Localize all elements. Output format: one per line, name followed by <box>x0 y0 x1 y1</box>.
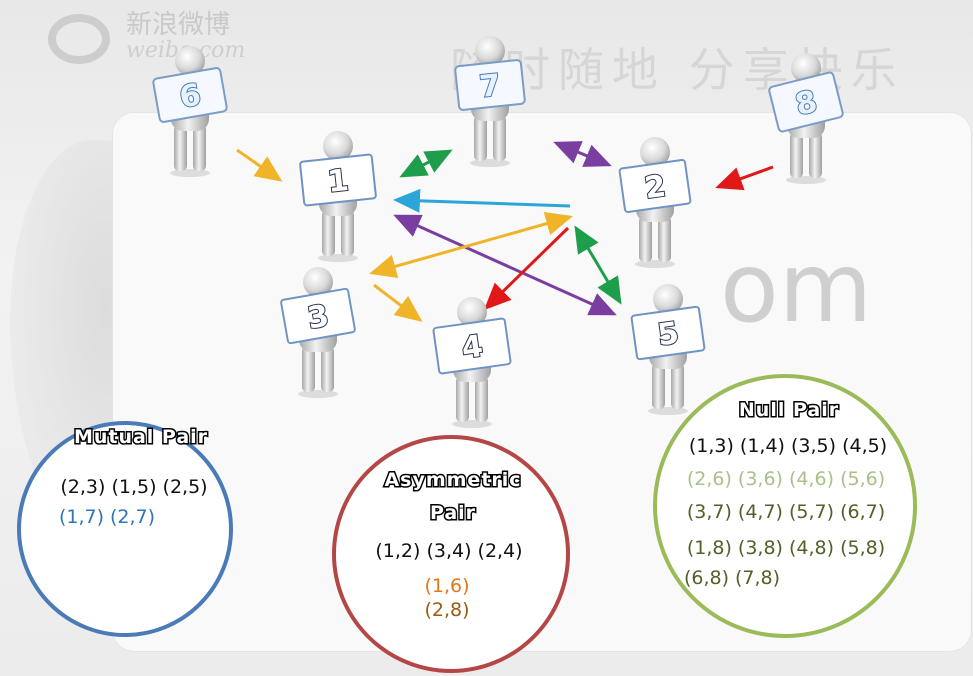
background-watermark: om <box>720 232 873 344</box>
null-pair-line-2: (2,6) (3,6) (4,6) (5,6) <box>687 468 885 490</box>
sign-6 <box>152 67 228 123</box>
null-pair-group: Null Pair (1,3) (1,4) (3,5) (4,5) (2,6) … <box>653 374 917 638</box>
asymmetric-pair-title-2: Pair <box>430 502 476 524</box>
mutual-pair-line-2: (1,7) (2,7) <box>59 506 155 528</box>
asymmetric-pair-title-1: Asymmetric <box>384 469 521 491</box>
person-6: 6 <box>152 46 228 177</box>
weibo-eye-icon <box>48 14 110 64</box>
sign-5 <box>630 305 706 361</box>
person-7: 7 <box>454 36 526 167</box>
person-3: 3 <box>280 267 356 398</box>
asymmetric-pair-line-2: (1,6) <box>424 575 469 597</box>
sign-4 <box>432 317 512 375</box>
mutual-pair-line-1: (2,3) (1,5) (2,5) <box>60 476 207 498</box>
arrow-2-5-mutual <box>574 225 622 305</box>
arrow-2-3-mutual <box>369 211 573 279</box>
arrow-6-to-1 <box>236 148 283 182</box>
sign-2-label: 2 <box>642 169 668 207</box>
null-pair-line-4: (1,8) (3,8) (4,8) (5,8) <box>687 537 885 559</box>
mutual-pair-group: Mutual Pair (2,3) (1,5) (2,5) (1,7) (2,7… <box>17 421 233 637</box>
arrow-8-to-2 <box>715 165 774 191</box>
null-pair-line-3: (3,7) (4,7) (5,7) (6,7) <box>687 501 885 523</box>
sign-5-label: 5 <box>655 316 681 354</box>
asymmetric-pair-group: Asymmetric Pair (1,2) (3,4) (2,4) (1,6) … <box>332 435 570 673</box>
sign-7-label: 7 <box>478 68 502 105</box>
mutual-pair-circle <box>17 421 233 637</box>
person-8: 8 <box>768 53 844 184</box>
arrows <box>236 141 774 322</box>
logo-text-cn: 新浪微博 <box>126 10 231 40</box>
asymmetric-pair-line-3: (2,8) <box>424 599 469 621</box>
sign-8 <box>768 71 844 133</box>
sign-7 <box>454 59 526 111</box>
arrow-3-to-4 <box>373 283 423 322</box>
arrow-1-7-mutual <box>399 149 453 178</box>
person-5: 5 <box>630 284 706 415</box>
mutual-pair-title: Mutual Pair <box>74 426 208 448</box>
person-4: 4 <box>432 297 512 428</box>
null-pair-line-1: (1,3) (1,4) (3,5) (4,5) <box>689 435 887 457</box>
asymmetric-pair-line-1: (1,2) (3,4) (2,4) <box>375 540 522 562</box>
asymmetric-pair-circle <box>332 435 570 673</box>
sign-3 <box>280 287 356 345</box>
arrow-2-to-1 <box>393 188 571 213</box>
person-1: 1 <box>299 131 377 262</box>
arrow-7-2-mutual <box>553 141 612 167</box>
null-pair-line-5: (6,8) (7,8) <box>684 567 780 589</box>
arrow-1-5-mutual <box>393 214 617 316</box>
arrow-2-to-4 <box>483 226 570 311</box>
null-pair-title: Null Pair <box>739 399 839 421</box>
sign-1-label: 1 <box>326 163 350 200</box>
sign-1 <box>299 153 377 207</box>
sign-2 <box>618 159 692 213</box>
null-pair-circle <box>653 374 917 638</box>
person-2: 2 <box>618 137 692 268</box>
